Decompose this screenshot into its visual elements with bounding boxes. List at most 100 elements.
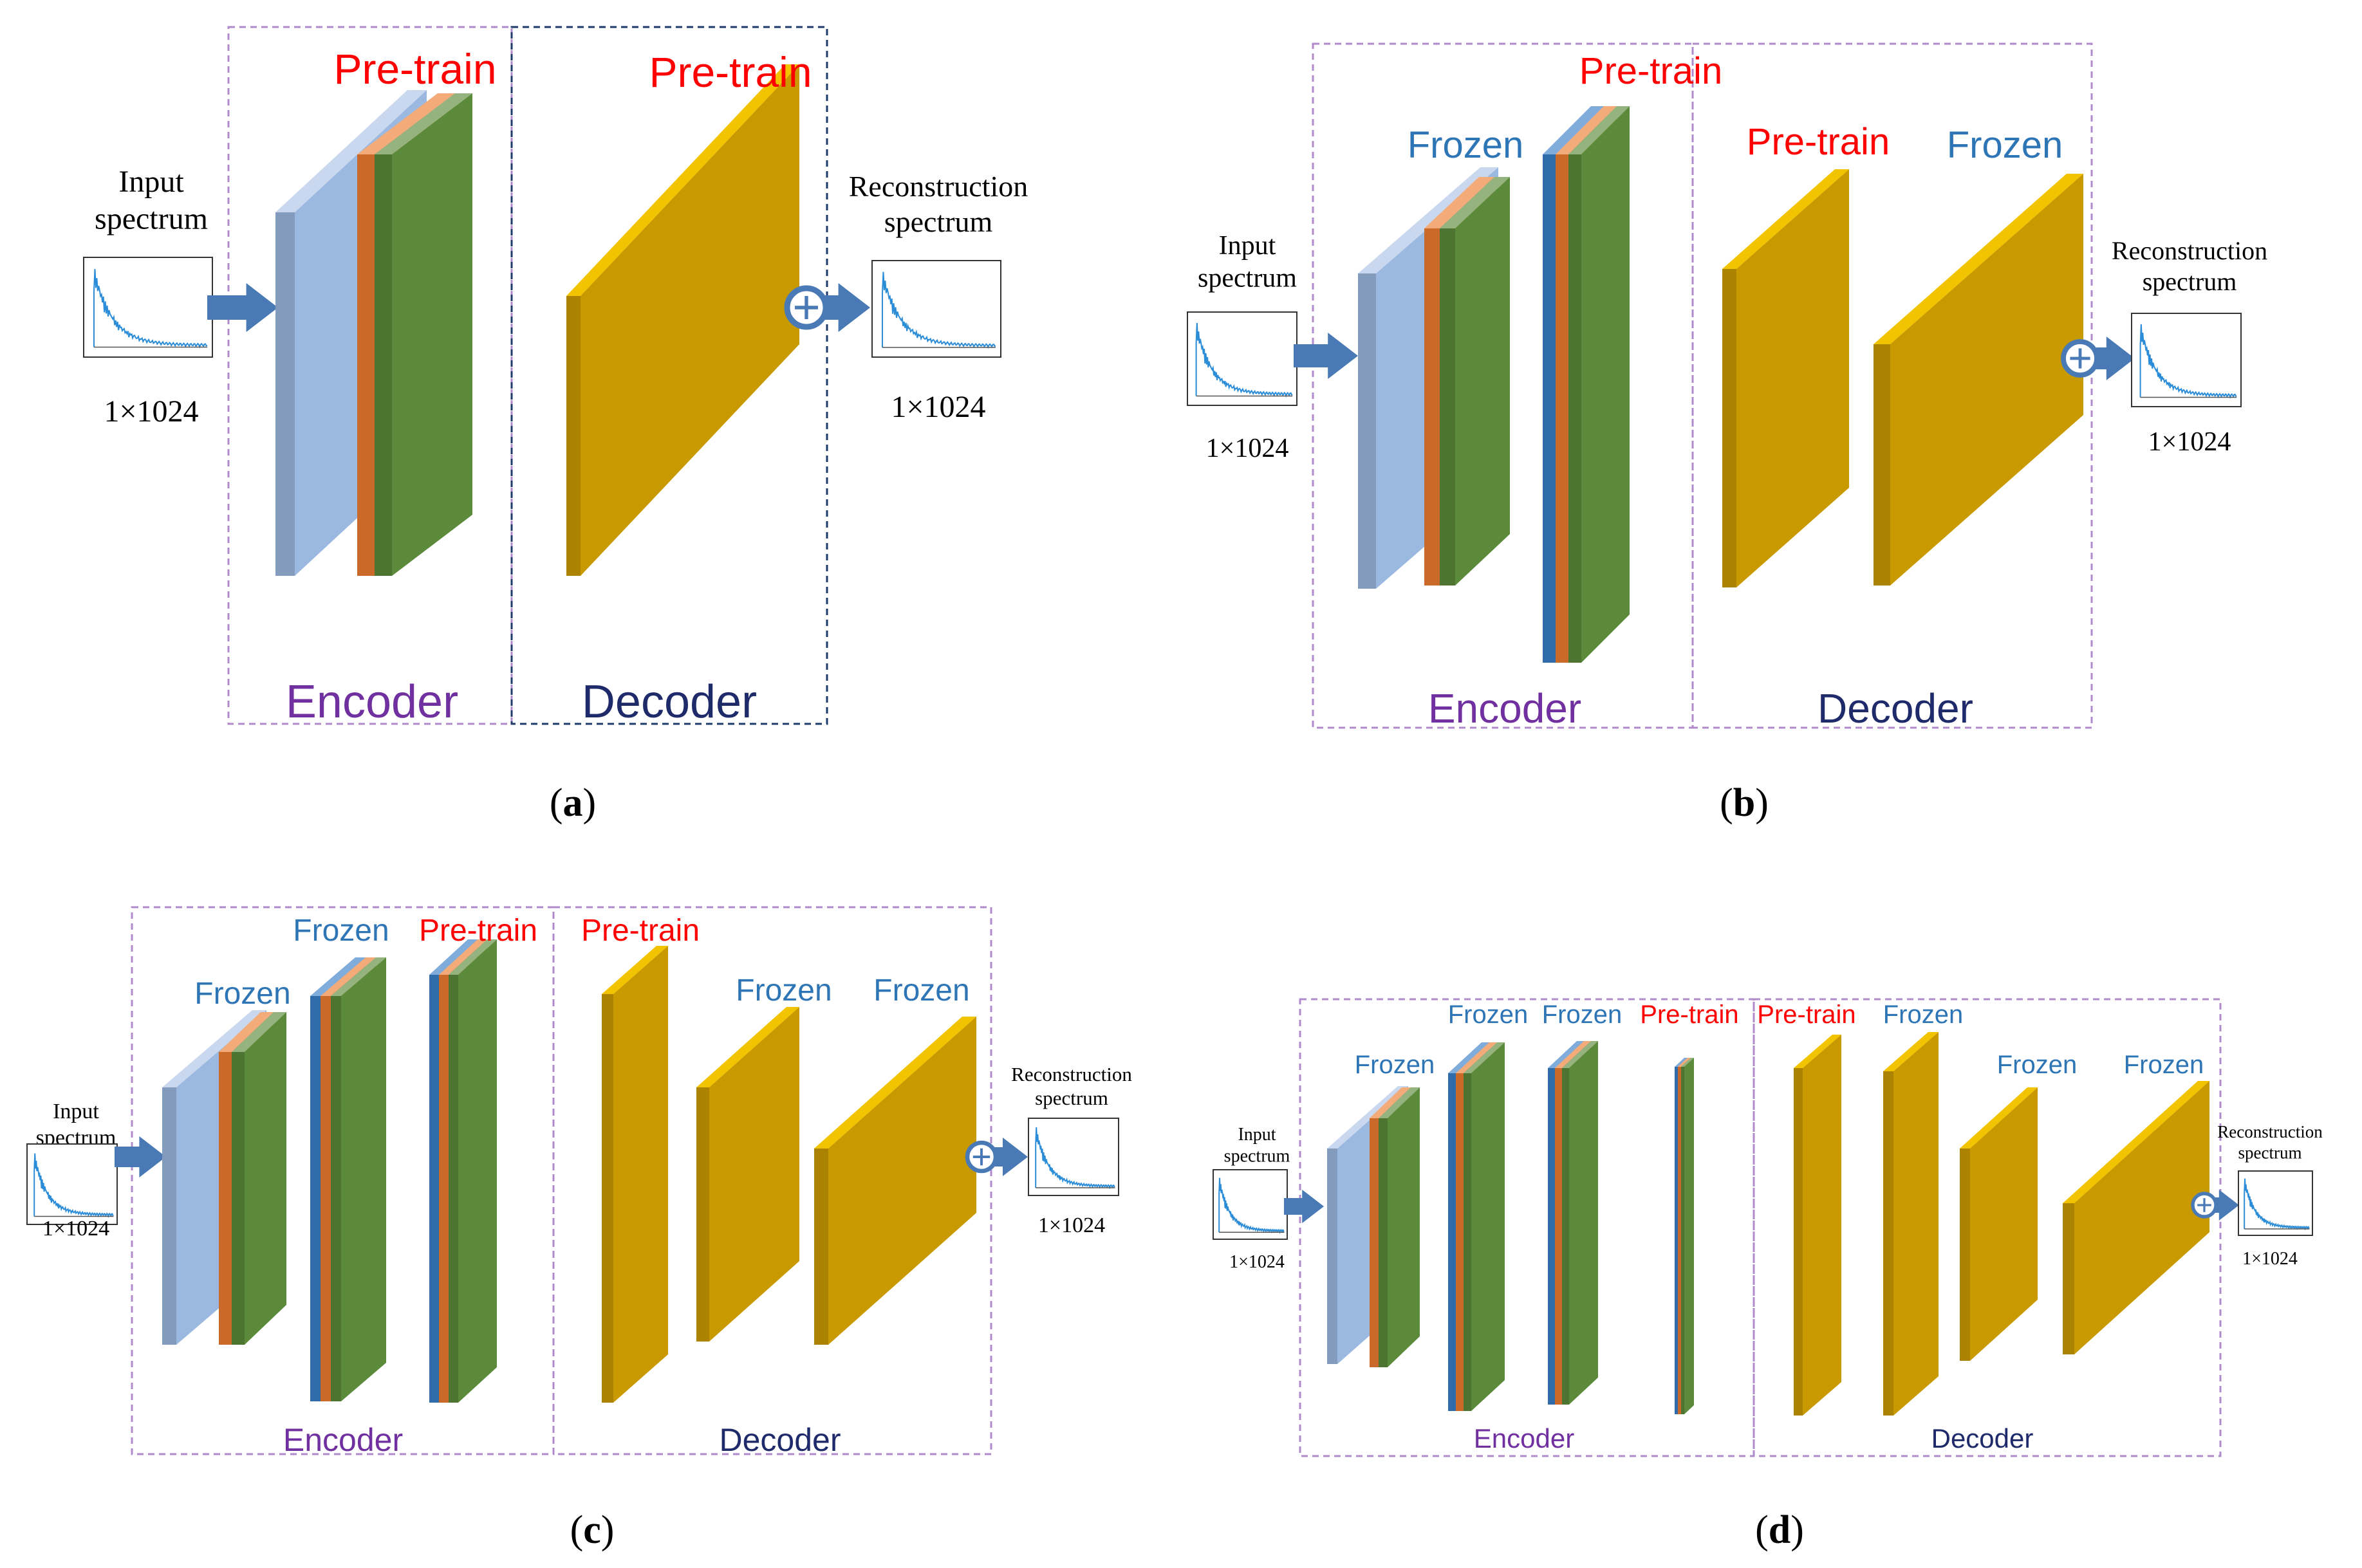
encoder-block-2-2-side (1471, 1042, 1505, 1411)
decoder-layer-3-top (814, 1017, 976, 1148)
input-size: 1×1024 (1229, 1252, 1285, 1272)
panel-caption: (c) (570, 1508, 615, 1552)
encoder-box (227, 26, 513, 725)
input-arrow (1294, 333, 1358, 379)
encoder-box (1299, 998, 1755, 1457)
encoder-block-2-1-front (321, 996, 331, 1401)
encoder-block-2-1-top (321, 957, 376, 996)
encoder-block-3-2 (1562, 1041, 1598, 1405)
decoder-layer-2 (1883, 1032, 1939, 1416)
encoder-block-3-2-top (1562, 1041, 1598, 1068)
encoder-block-2-0-top (1448, 1042, 1489, 1073)
tag-3: Pre-train (419, 914, 537, 948)
encoder-block-1-0-front (1370, 1118, 1379, 1367)
encoder-block-1-1 (1379, 1087, 1420, 1367)
tag-8: Frozen (2124, 1051, 2204, 1079)
decoder-layer-1-front (1794, 1068, 1803, 1416)
encoder-block-3 (429, 939, 497, 1403)
decoder-layer-4 (2063, 1081, 2209, 1354)
encoder-block-2-2-top (1568, 106, 1630, 154)
input-arrow (1284, 1190, 1324, 1223)
caption-letter: c (583, 1508, 601, 1552)
encoder-block-1-0-top (1370, 1087, 1411, 1118)
tag-4: Pre-train (1640, 1001, 1738, 1029)
decoder-layer-2-top (696, 1007, 799, 1087)
caption-close-paren: ) (601, 1508, 615, 1552)
decoder-label: Decoder (1818, 685, 1973, 732)
decoder-layer-3-front (1960, 1148, 1970, 1361)
output-arrow (825, 283, 870, 332)
decoder-layer-1-top (1722, 169, 1849, 269)
encoder-block-2-2 (331, 957, 386, 1401)
caption-open-paren: ( (550, 781, 563, 825)
encoder-block-2-2-top (1464, 1042, 1505, 1073)
panel-a: Inputspectrum1×1024Reconstructionspectru… (83, 26, 1028, 825)
output-label-line2: spectrum (1035, 1087, 1108, 1109)
decoder-layer-2-front (1883, 1071, 1893, 1416)
input-spectrum-thumbnail (1213, 1169, 1288, 1240)
tag-6: Frozen (873, 973, 969, 1008)
encoder-block-2-2-side (1581, 106, 1630, 663)
caption-open-paren: ( (570, 1508, 584, 1552)
encoder-block-1 (357, 93, 472, 576)
encoder-block-1-1-top (375, 93, 472, 154)
decoder-layer-1-front (566, 296, 581, 576)
decoder-box (1753, 998, 2222, 1457)
encoder-block-1-0-top (1424, 177, 1494, 228)
encoder-block-4 (1675, 1058, 1694, 1414)
input-label-line1: Input (53, 1100, 99, 1123)
input-layer-front (1358, 273, 1376, 589)
encoder-block-1-1-top (1440, 177, 1510, 228)
tag-1: Frozen (1408, 124, 1524, 166)
encoder-block-4-1-top (1678, 1058, 1691, 1067)
caption-close-paren: ) (1790, 1508, 1804, 1552)
input-spectrum-thumbnail-curve (1195, 322, 1293, 398)
encoder-block-2-2-top (331, 957, 386, 996)
output-spectrum-thumbnail-curve (1035, 1127, 1115, 1190)
input-spectrum-thumbnail (26, 1143, 118, 1225)
output-spectrum-thumbnail (2238, 1170, 2313, 1236)
encoder-block-2-1-top (1556, 106, 1617, 154)
decoder-box (1691, 42, 2093, 729)
decoder-layer-4-top (2063, 1081, 2209, 1203)
input-layer-front (275, 212, 295, 576)
sum-node (2191, 1192, 2218, 1219)
tag-4: Pre-train (581, 914, 700, 948)
encoder-block-2-0-front (310, 996, 321, 1401)
input-spectrum-thumbnail-frame (1187, 311, 1297, 406)
input-arrow (207, 283, 278, 332)
input-layer-top (162, 1010, 266, 1087)
decoder-layer-2 (1874, 174, 2083, 586)
tag-3: Frozen (1542, 1001, 1623, 1029)
encoder-block-1-0-front (1424, 228, 1440, 586)
decoder-box (552, 906, 992, 1455)
output-arrow (2096, 337, 2135, 380)
tag-5: Frozen (736, 973, 832, 1008)
encoder-block-3-1-top (439, 939, 487, 975)
decoder-layer-2-front (1874, 344, 1890, 586)
encoder-block-4-1-front (1678, 1067, 1681, 1414)
encoder-block-4-2-side (1684, 1058, 1694, 1414)
decoder-layer-1-side (1803, 1035, 1841, 1416)
caption-close-paren: ) (583, 781, 597, 825)
output-size: 1×1024 (2242, 1249, 2298, 1269)
tag-2: Pre-train (1579, 50, 1722, 92)
decoder-layer-1 (566, 64, 799, 576)
output-spectrum-thumbnail-curve (2244, 1178, 2310, 1231)
output-label-line2: spectrum (2238, 1143, 2302, 1162)
encoder-block-2-1-front (1556, 154, 1568, 663)
encoder-block-2-2-front (331, 996, 341, 1401)
encoder-block-3-2 (449, 939, 497, 1403)
decoder-layer-1-front (602, 994, 613, 1403)
input-spectrum-thumbnail-frame (83, 257, 213, 358)
caption-letter: d (1769, 1508, 1790, 1552)
encoder-label: Encoder (1428, 685, 1581, 732)
input-size: 1×1024 (1206, 434, 1289, 463)
output-label-line2: spectrum (884, 205, 993, 238)
output-spectrum-thumbnail-frame (2131, 313, 2242, 407)
output-arrow (2215, 1190, 2239, 1221)
encoder-block-3-0-top (1548, 1041, 1584, 1068)
tag-2: Frozen (293, 914, 389, 948)
encoder-block-2 (1543, 106, 1630, 663)
